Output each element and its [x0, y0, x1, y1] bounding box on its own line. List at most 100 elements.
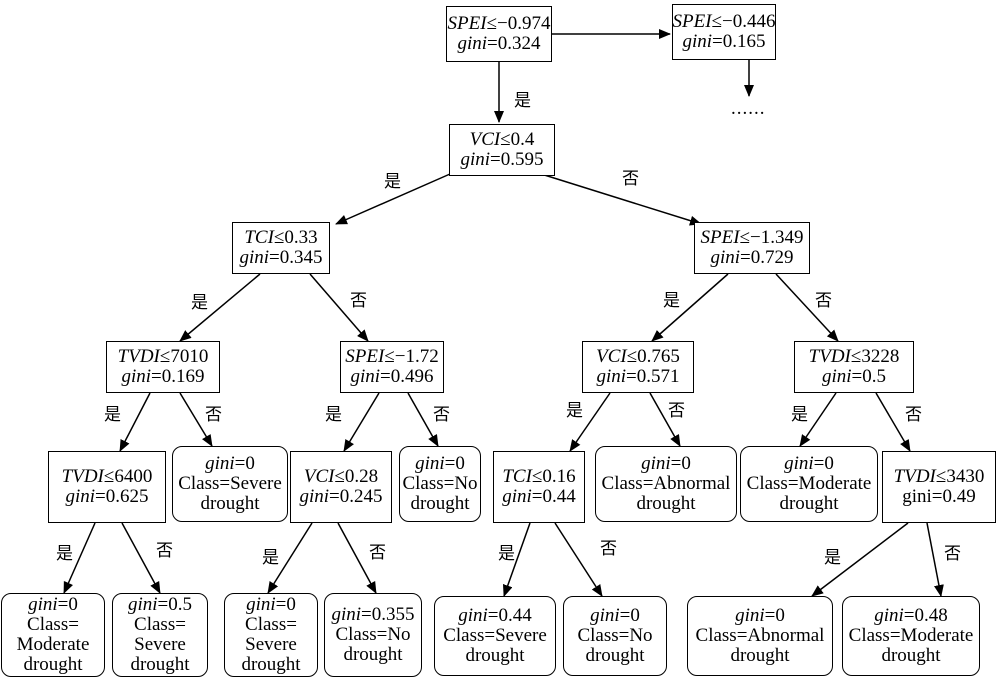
node-text-line: gini=0: [590, 606, 640, 626]
node-text-line: drought: [410, 494, 469, 514]
node-text-line: drought: [779, 494, 838, 514]
node-value: Class=: [134, 614, 186, 635]
edge-label-yes: 是: [663, 291, 680, 311]
edge-label-yes: 是: [104, 405, 121, 425]
node-value: drought: [130, 654, 190, 675]
node-variable: gini: [502, 486, 532, 507]
node-text-line: TVDI≤3430: [894, 467, 985, 487]
node-value: =0.355: [361, 604, 415, 625]
edge-label-no: 否: [433, 405, 450, 425]
node-variable: gini: [458, 605, 488, 626]
node-text-line: gini=0.49: [902, 487, 976, 507]
node-variable: gini: [415, 453, 445, 474]
node-value: =0.625: [95, 486, 149, 507]
node-value: =0: [275, 594, 296, 615]
node-value: Severe: [245, 634, 297, 655]
node-value: =0.44: [487, 605, 532, 626]
node-value: ≤3430: [935, 466, 985, 487]
node-value: gini=0.49: [902, 486, 976, 507]
tree-edge-arrow: [119, 392, 151, 452]
node-text-line: gini=0.5: [822, 367, 886, 387]
node-text-line: Class=No: [402, 474, 477, 494]
node-text-line: SPEI≤−1.72: [345, 347, 438, 367]
node-text-line: gini=0.595: [460, 150, 543, 170]
node-value: drought: [410, 493, 470, 514]
node-value: drought: [23, 654, 83, 675]
node-text-line: gini=0.5: [128, 595, 192, 615]
edge-label-no: 否: [905, 405, 922, 425]
node-value: Class=No: [402, 473, 478, 494]
tree-edge-arrow: [651, 273, 729, 342]
node-text-line: SPEI≤−0.446: [673, 12, 776, 32]
node-text-line: gini=0.44: [458, 606, 532, 626]
node-text-line: gini=0.496: [350, 367, 433, 387]
edge-label-no: 否: [815, 291, 832, 311]
tree-edge-arrow: [179, 273, 261, 342]
node-value: drought: [343, 644, 403, 665]
node-text-line: Class=Severe: [443, 626, 547, 646]
edge-label-yes: 是: [384, 172, 401, 192]
node-value: =0: [764, 605, 785, 626]
tree-edge-arrow: [799, 392, 837, 447]
node-value: Class=Abnormal: [695, 625, 825, 646]
node-variable: gini: [205, 453, 235, 474]
node-text-line: gini=0.345: [239, 248, 322, 268]
node-value: ≤3228: [850, 346, 900, 367]
tree-edge-arrow: [554, 522, 603, 597]
node-variable: gini: [682, 31, 713, 52]
node-text-line: gini=0: [28, 595, 78, 615]
node-variable: VCI: [596, 346, 627, 367]
edge-label-no: 否: [668, 401, 685, 421]
node-value: Moderate: [16, 634, 90, 655]
node-value: ≤6400: [103, 466, 153, 487]
node-text-line: Class=: [27, 615, 79, 635]
node-value: ≤−0.974: [486, 13, 551, 34]
node-text-line: Severe: [134, 635, 186, 655]
node-variable: gini: [28, 594, 58, 615]
node-value: =0: [813, 453, 834, 474]
continuation-ellipsis: ......: [731, 98, 766, 119]
node-value: ≤0.4: [500, 129, 535, 150]
edge-label-no: 否: [944, 544, 961, 564]
node-text-line: gini=0.165: [682, 32, 765, 52]
node-text-line: drought: [241, 655, 300, 675]
node-value: ≤7010: [159, 346, 209, 367]
node-text-line: VCI≤0.4: [470, 130, 535, 150]
node-text-line: drought: [585, 646, 644, 666]
node-variable: gini: [874, 605, 904, 626]
node-variable: gini: [246, 594, 276, 615]
node-variable: TCI: [244, 227, 274, 248]
node-text-line: gini=0: [641, 454, 691, 474]
node-value: =0: [444, 453, 465, 474]
node-text-line: Class=: [245, 615, 297, 635]
node-value: drought: [241, 654, 301, 675]
node-text-line: gini=0.48: [874, 606, 948, 626]
node-text-line: drought: [636, 494, 695, 514]
node-text-line: drought: [200, 494, 259, 514]
node-text-line: Class=Severe: [178, 474, 282, 494]
tree-edge-arrow: [502, 522, 531, 597]
node-value: Class=No: [577, 625, 653, 646]
tree-edge-arrow: [537, 172, 702, 226]
tree-edge-arrow: [926, 522, 944, 597]
node-variable: gini: [121, 366, 152, 387]
node-value: ≤0.28: [334, 466, 379, 487]
node-variable: gini: [457, 33, 488, 54]
node-value: =0.571: [626, 366, 680, 387]
node-text-line: SPEI≤−1.349: [701, 228, 804, 248]
node-value: =0.48: [903, 605, 948, 626]
edge-label-yes: 是: [191, 293, 208, 313]
node-variable: gini: [299, 486, 330, 507]
node-value: Class=Moderate: [848, 625, 974, 646]
